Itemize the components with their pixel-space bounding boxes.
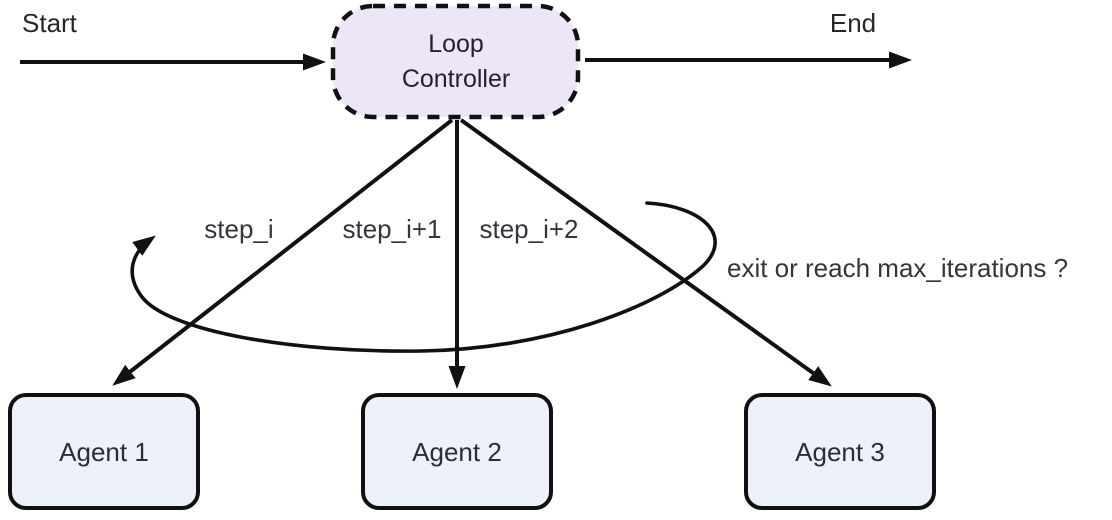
agent-2-shape bbox=[361, 393, 553, 510]
loop-controller-label-line2: Controller bbox=[402, 65, 510, 93]
edge-label-loop-condition: exit or reach max_iterations ? bbox=[727, 253, 1068, 283]
node-agent-1: Agent 1 bbox=[8, 393, 200, 510]
loop-controller-shape bbox=[330, 3, 581, 120]
edge-step-i bbox=[112, 118, 454, 386]
edge-step-i2 bbox=[459, 118, 832, 387]
agent-2-label: Agent 2 bbox=[412, 437, 502, 467]
agent-3-label: Agent 3 bbox=[795, 437, 885, 467]
agent-3-shape bbox=[744, 393, 936, 510]
start-label: Start bbox=[22, 8, 78, 38]
loop-back-arc bbox=[130, 201, 717, 353]
agent-1-shape bbox=[8, 393, 200, 510]
loop-controller-label-line1: Loop bbox=[428, 30, 484, 58]
node-agent-2: Agent 2 bbox=[361, 393, 553, 510]
end-label: End bbox=[830, 8, 876, 38]
node-loop-controller: Loop Controller bbox=[330, 3, 581, 120]
edge-label-step-i2: step_i+2 bbox=[479, 214, 578, 244]
agent-1-label: Agent 1 bbox=[59, 437, 149, 467]
edge-label-step-i1: step_i+1 bbox=[342, 214, 441, 244]
edge-label-step-i: step_i bbox=[204, 214, 273, 244]
node-agent-3: Agent 3 bbox=[744, 393, 936, 510]
